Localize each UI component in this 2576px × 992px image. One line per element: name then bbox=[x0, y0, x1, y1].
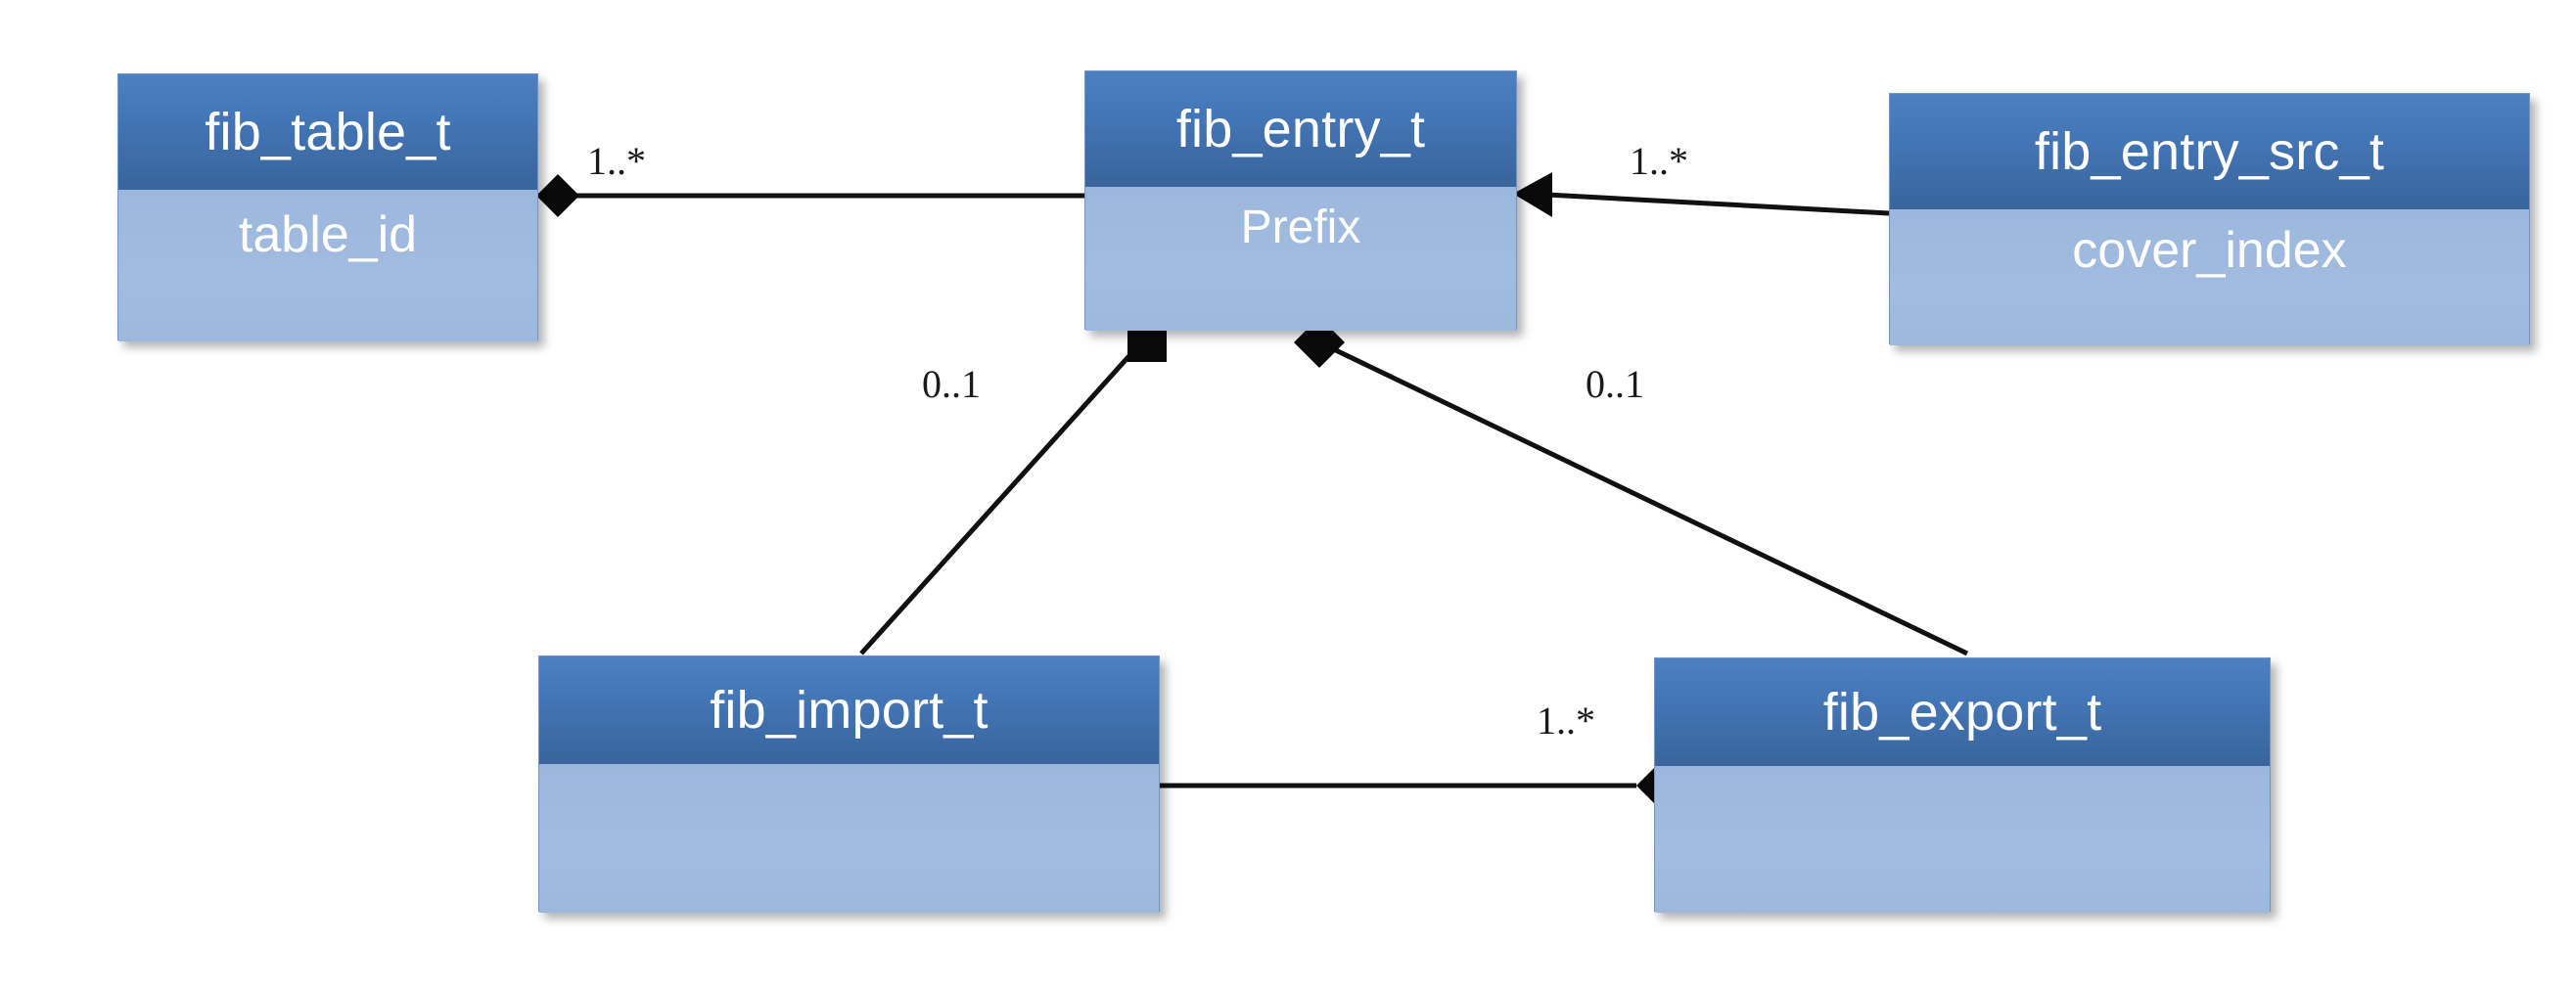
class-box-fib-import-t[interactable]: fib_import_t bbox=[538, 655, 1160, 913]
class-name-label: fib_entry_t bbox=[1175, 100, 1426, 158]
class-body-fib-entry-t: Prefix bbox=[1085, 187, 1516, 331]
class-name-label: fib_entry_src_t bbox=[2034, 122, 2385, 181]
class-attribute-label: Prefix bbox=[1240, 202, 1361, 253]
class-body-fib-import-t bbox=[539, 764, 1159, 913]
class-header-fib-entry-t: fib_entry_t bbox=[1085, 71, 1516, 187]
filled-triangle-marker bbox=[1513, 172, 1552, 217]
class-box-fib-entry-src-t[interactable]: fib_entry_src_t cover_index bbox=[1889, 93, 2530, 345]
class-header-fib-entry-src-t: fib_entry_src_t bbox=[1890, 94, 2529, 209]
class-name-label: fib_export_t bbox=[1822, 683, 2102, 742]
class-body-fib-entry-src-t: cover_index bbox=[1890, 209, 2529, 345]
class-header-fib-export-t: fib_export_t bbox=[1655, 658, 2270, 766]
multiplicity-label-entry-import: 0..1 bbox=[922, 362, 981, 406]
class-header-fib-table-t: fib_table_t bbox=[118, 74, 537, 190]
multiplicity-label-entry-src: 1..* bbox=[1630, 139, 1688, 183]
class-body-fib-export-t bbox=[1655, 766, 2270, 913]
class-name-label: fib_import_t bbox=[710, 681, 989, 740]
relationship-entry-to-import bbox=[859, 323, 1167, 655]
class-box-fib-export-t[interactable]: fib_export_t bbox=[1654, 657, 2271, 913]
clipped-text-remnant bbox=[0, 0, 2576, 2]
class-box-fib-entry-t[interactable]: fib_entry_t Prefix bbox=[1084, 70, 1517, 331]
class-body-fib-table-t: table_id bbox=[118, 190, 537, 341]
relationship-entry-to-src bbox=[1513, 172, 1890, 217]
class-attribute-label: cover_index bbox=[2072, 222, 2347, 279]
multiplicity-label-table-entry: 1..* bbox=[587, 139, 646, 183]
class-name-label: fib_table_t bbox=[205, 103, 451, 161]
class-attribute-label: table_id bbox=[238, 206, 418, 263]
class-header-fib-import-t: fib_import_t bbox=[539, 656, 1159, 764]
multiplicity-label-import-export: 1..* bbox=[1537, 699, 1595, 743]
filled-diamond-marker bbox=[536, 174, 579, 217]
relationship-import-to-export bbox=[1160, 762, 1683, 809]
class-box-fib-table-t[interactable]: fib_table_t table_id bbox=[117, 73, 538, 341]
multiplicity-label-entry-export: 0..1 bbox=[1586, 362, 1644, 406]
